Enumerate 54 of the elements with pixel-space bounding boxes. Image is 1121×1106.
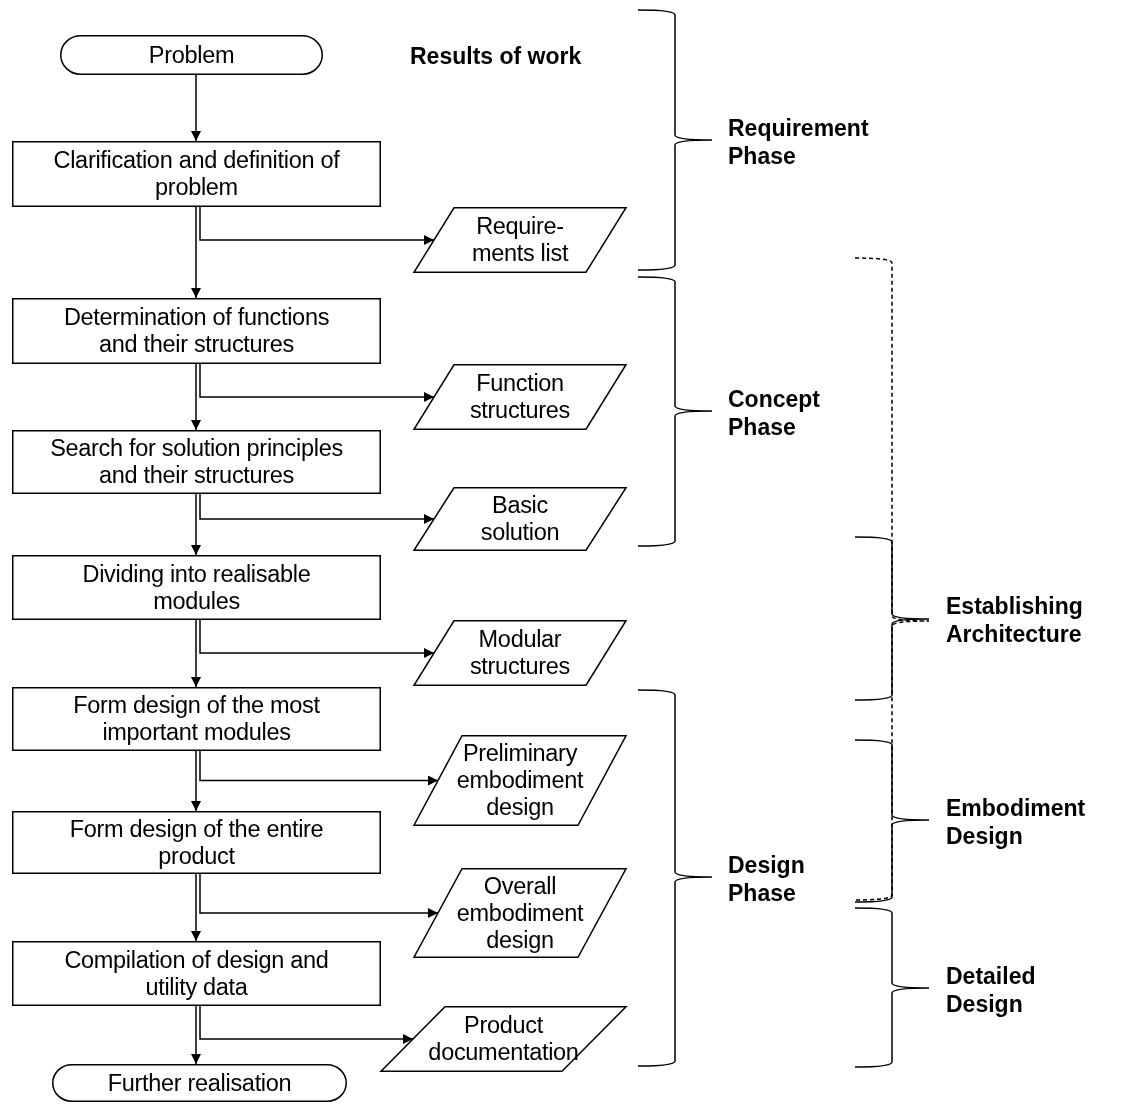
arrow [191,206,201,299]
terminal-shape [60,35,323,75]
data-parallelogram [381,1006,626,1072]
arrow [191,74,201,142]
arrow [199,206,435,245]
node-label: Form design of the most important modules [72,692,321,746]
process-box [12,141,381,207]
process-box [12,687,381,751]
phase-label: Requirement Phase [728,114,869,170]
data-parallelogram [414,364,626,430]
process-box [12,298,381,364]
phase-label: Concept Phase [728,385,820,441]
arrow [199,873,439,918]
arrow [191,750,201,812]
arrow [199,1005,414,1044]
node-label: Compilation of design and utility data [63,946,330,1001]
data-parallelogram [414,868,626,958]
data-parallelogram [414,207,626,273]
node-label: Search for solution principles and their structures [49,435,344,489]
arrow [191,493,201,556]
arrow [199,750,439,786]
process-box [12,941,381,1006]
node-label: Basic solution [479,492,561,546]
terminal-shape [52,1064,347,1102]
node-label: Overall embodiment design [455,872,585,954]
arrow [191,363,201,431]
arrow [191,873,201,942]
phase-label: Embodiment Design [946,794,1086,850]
arrow [199,619,435,658]
node-label: Function structures [468,370,572,424]
node-label: Dividing into realisable modules [81,560,312,615]
arrow [199,493,435,524]
node-label: Modular structures [468,626,572,680]
node-label: Determination of functions and their structures [62,304,331,358]
phase-label: Design Phase [728,851,805,907]
arrow [191,619,201,688]
node-label: Product documentation [427,1012,580,1066]
column-heading: Results of work [410,42,582,70]
node-label: Problem [148,41,235,69]
node-label: Require- ments list [470,213,570,267]
arrow [199,363,435,402]
phase-label: Establishing Architecture [946,592,1083,648]
process-box [12,430,381,494]
node-label: Further realisation [107,1069,292,1097]
data-parallelogram [414,620,626,686]
phase-label: Detailed Design [946,962,1036,1018]
process-box [12,811,381,874]
node-label: Preliminary embodiment design [455,740,585,821]
data-parallelogram [414,735,626,826]
node-label: Clarification and definition of problem [52,147,341,201]
data-parallelogram [414,487,626,551]
node-label: Form design of the entire product [68,815,325,870]
arrow [191,1005,201,1065]
process-box [12,555,381,620]
